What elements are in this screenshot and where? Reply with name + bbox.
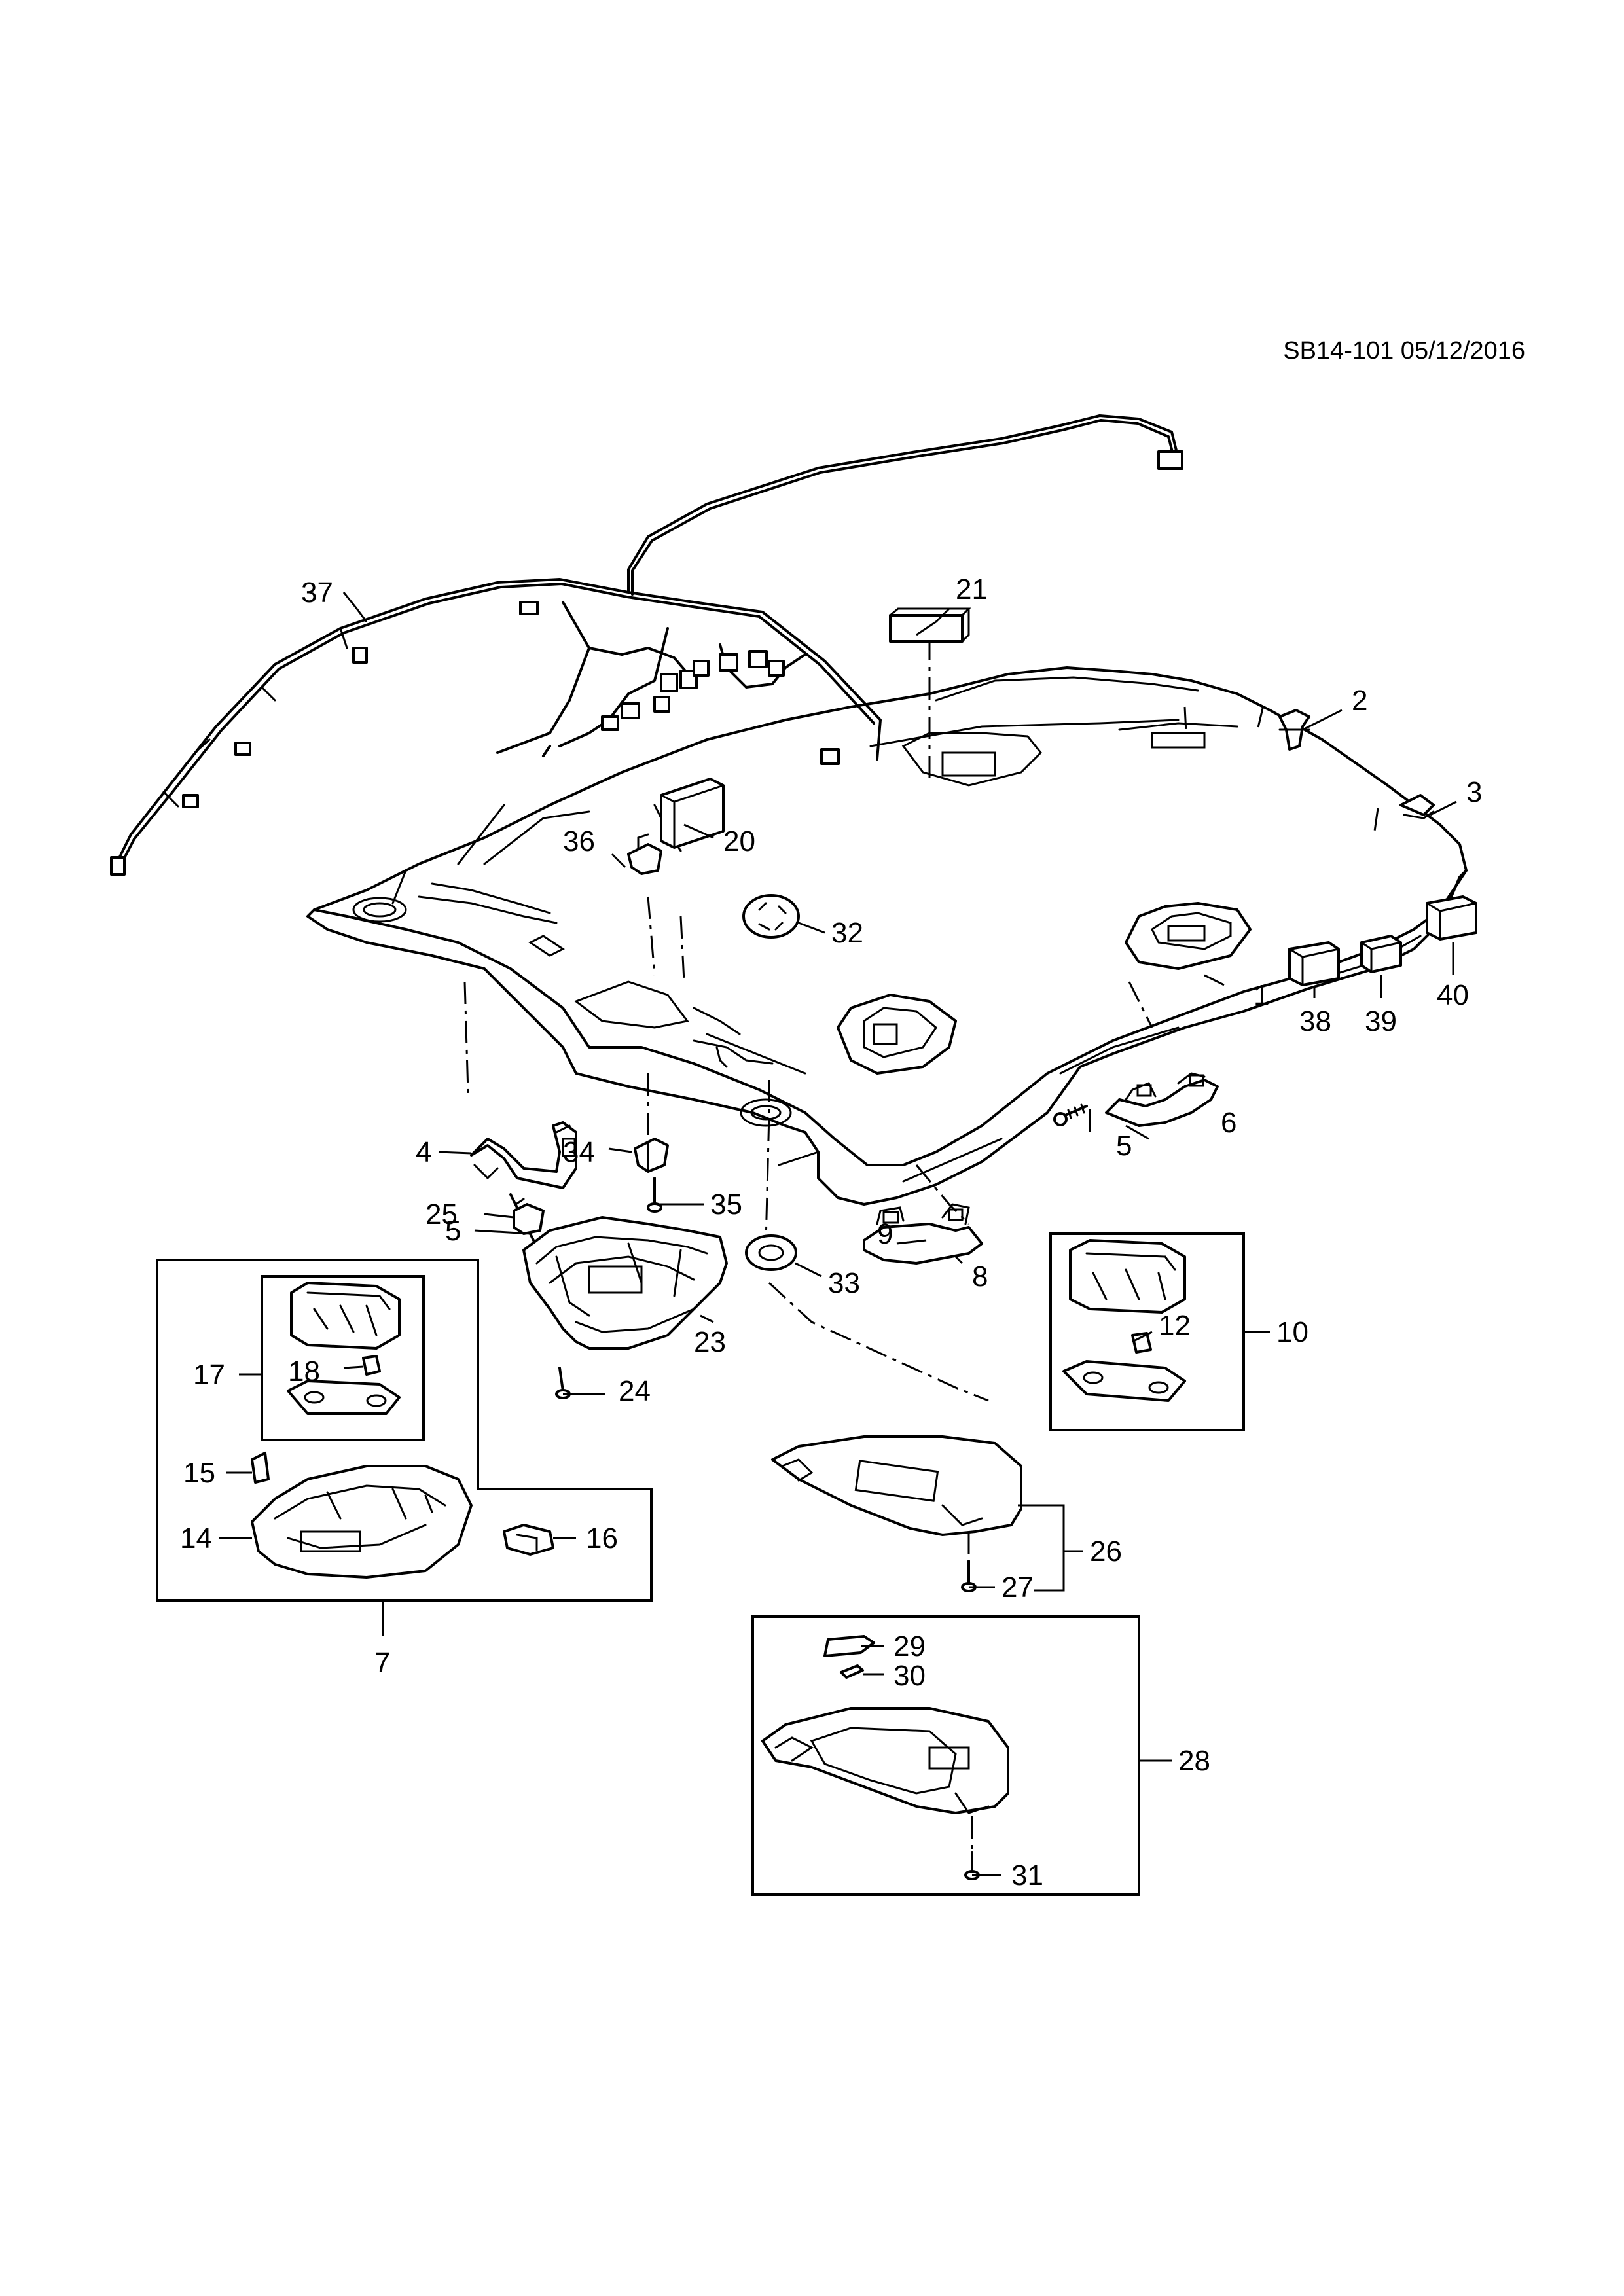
- label-part-24: 24: [619, 1375, 651, 1407]
- bulb-30-illustration: [840, 1664, 864, 1679]
- pad-39-illustration: [1360, 935, 1402, 973]
- label-part-23: 23: [694, 1326, 726, 1358]
- label-part-21: 21: [956, 573, 988, 605]
- label-part-34: 34: [563, 1136, 595, 1168]
- label-part-35: 35: [710, 1189, 742, 1221]
- callout-labels: 1 2 3 4 5 5 6 7 8 9 10 12 14 15 16 17 18…: [180, 573, 1482, 1892]
- label-part-5-right: 5: [1116, 1130, 1132, 1162]
- label-part-4: 4: [416, 1136, 431, 1168]
- roof-lamp-17-illustration: [287, 1282, 401, 1415]
- screw-35-illustration: [647, 1177, 662, 1213]
- bulb-12-illustration: [1131, 1332, 1152, 1354]
- cover-29-illustration: [823, 1635, 875, 1657]
- kit-10-box: [1049, 1232, 1270, 1431]
- label-part-37: 37: [301, 577, 333, 609]
- label-part-20: 20: [723, 825, 755, 857]
- label-part-31: 31: [1011, 1859, 1043, 1892]
- label-part-7: 7: [374, 1647, 390, 1679]
- label-part-17: 17: [193, 1359, 225, 1391]
- grab-handle-8-illustration: [863, 1203, 983, 1265]
- pad-40-illustration: [1426, 895, 1477, 941]
- label-part-39: 39: [1365, 1005, 1397, 1037]
- clip-36-illustration: [627, 833, 662, 875]
- diagram-reference: SB14-101 05/12/2016: [1283, 337, 1525, 365]
- label-part-33: 33: [828, 1267, 860, 1299]
- leader-lines: [219, 592, 1457, 1876]
- sun-visor-26-illustration: [771, 1435, 1022, 1558]
- label-part-18: 18: [288, 1355, 320, 1388]
- label-part-28: 28: [1178, 1745, 1210, 1777]
- label-part-12: 12: [1159, 1310, 1191, 1342]
- label-part-29: 29: [893, 1630, 926, 1662]
- pad-38-illustration: [1288, 941, 1340, 986]
- roof-console-23-illustration: [522, 1216, 728, 1350]
- grab-handle-6-illustration: [1105, 1072, 1219, 1127]
- label-part-36: 36: [563, 825, 595, 857]
- label-part-9: 9: [877, 1218, 893, 1250]
- kit-28-box: [751, 1615, 1172, 1896]
- assembly-lines: [463, 638, 1379, 1402]
- console-14-illustration: [251, 1465, 473, 1579]
- label-part-3: 3: [1466, 776, 1482, 808]
- label-part-6: 6: [1221, 1107, 1236, 1139]
- label-part-15: 15: [183, 1457, 215, 1489]
- clip-34-illustration: [634, 1138, 669, 1173]
- kit-7-box: [156, 1259, 653, 1636]
- label-part-2: 2: [1352, 685, 1367, 717]
- grommet-33-illustration: [745, 1234, 797, 1271]
- wiring-harness-illustration: [110, 414, 1183, 876]
- roof-lamp-10-illustration: [1062, 1239, 1186, 1402]
- label-part-38: 38: [1299, 1005, 1331, 1037]
- label-part-1: 1: [1254, 979, 1269, 1011]
- label-part-5-left: 5: [445, 1215, 461, 1247]
- headlining-illustration: [306, 666, 1468, 1206]
- grommet-32-illustration: [742, 894, 800, 939]
- clip-25-illustration: [513, 1203, 545, 1235]
- label-part-25: 25: [425, 1198, 458, 1230]
- clip-15-illustration: [251, 1452, 270, 1484]
- label-part-16: 16: [586, 1522, 618, 1554]
- label-part-32: 32: [831, 917, 863, 949]
- label-part-14: 14: [180, 1522, 212, 1554]
- label-part-40: 40: [1437, 979, 1469, 1011]
- label-part-30: 30: [893, 1660, 926, 1692]
- foam-pad-20-illustration: [660, 778, 725, 849]
- screw-5-right-illustration: [1053, 1103, 1088, 1126]
- grab-handle-4-illustration: [470, 1121, 577, 1189]
- label-part-8: 8: [972, 1261, 988, 1293]
- sun-visor-28-illustration: [761, 1707, 1009, 1849]
- label-part-27: 27: [1001, 1571, 1034, 1604]
- bulb-18-illustration: [362, 1355, 381, 1376]
- label-part-10: 10: [1276, 1316, 1308, 1348]
- label-part-26: 26: [1090, 1535, 1122, 1568]
- bracket-26: [1018, 1504, 1083, 1592]
- switch-16-illustration: [503, 1524, 554, 1556]
